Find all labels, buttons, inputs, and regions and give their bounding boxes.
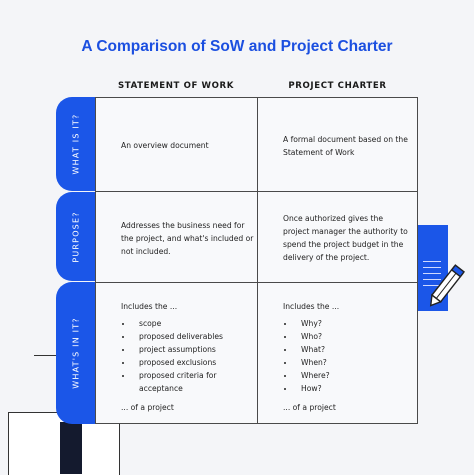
list-item: Who?: [295, 330, 408, 343]
column-header-project-charter: PROJECT CHARTER: [288, 81, 387, 91]
pencil-icon: [429, 264, 466, 307]
cell-sow-what-is-it: An overview document: [121, 141, 209, 150]
list-item: How?: [295, 382, 408, 395]
cell-sow-whats-in-it: Includes the ... scope proposed delivera…: [121, 300, 251, 414]
row-tab-what-is-it: WHAT IS IT?: [56, 97, 96, 191]
cell-charter-what-is-it: A formal document based on the Statement…: [283, 135, 408, 157]
charter-includes-outro: ... of a project: [283, 403, 336, 412]
column-divider: [257, 98, 258, 423]
list-item: Why?: [295, 317, 408, 330]
charter-includes-intro: Includes the ...: [283, 302, 340, 311]
sow-includes-intro: Includes the ...: [121, 302, 178, 311]
list-item: Where?: [295, 369, 408, 382]
cell-charter-whats-in-it: Includes the ... Why? Who? What? When? W…: [283, 300, 408, 414]
row-label-what-is-it: WHAT IS IT?: [71, 113, 81, 175]
column-header-statement-of-work: STATEMENT OF WORK: [118, 81, 234, 91]
row-tab-purpose: PURPOSE?: [56, 192, 96, 281]
cell-charter-purpose: Once authorized gives the project manage…: [283, 214, 408, 262]
list-item: What?: [295, 343, 408, 356]
list-item: scope: [133, 317, 251, 330]
page-title: A Comparison of SoW and Project Charter: [81, 38, 393, 55]
row-label-whats-in-it: WHAT'S IN IT?: [71, 317, 81, 389]
list-item: proposed exclusions: [133, 356, 251, 369]
comparison-table: An overview document A formal document b…: [95, 97, 418, 424]
decorative-navy-block: [60, 422, 82, 474]
row-divider: [96, 191, 417, 192]
list-item: proposed deliverables: [133, 330, 251, 343]
list-item: When?: [295, 356, 408, 369]
row-label-purpose: PURPOSE?: [71, 210, 81, 263]
charter-items-list: Why? Who? What? When? Where? How?: [283, 317, 408, 395]
sow-items-list: scope proposed deliverables project assu…: [121, 317, 251, 395]
sow-includes-outro: ... of a project: [121, 403, 174, 412]
list-item: project assumptions: [133, 343, 251, 356]
row-tab-whats-in-it: WHAT'S IN IT?: [56, 282, 96, 424]
row-divider: [96, 282, 417, 283]
cell-sow-purpose: Addresses the business need for the proj…: [121, 221, 254, 256]
list-item: proposed criteria for acceptance: [133, 369, 251, 395]
